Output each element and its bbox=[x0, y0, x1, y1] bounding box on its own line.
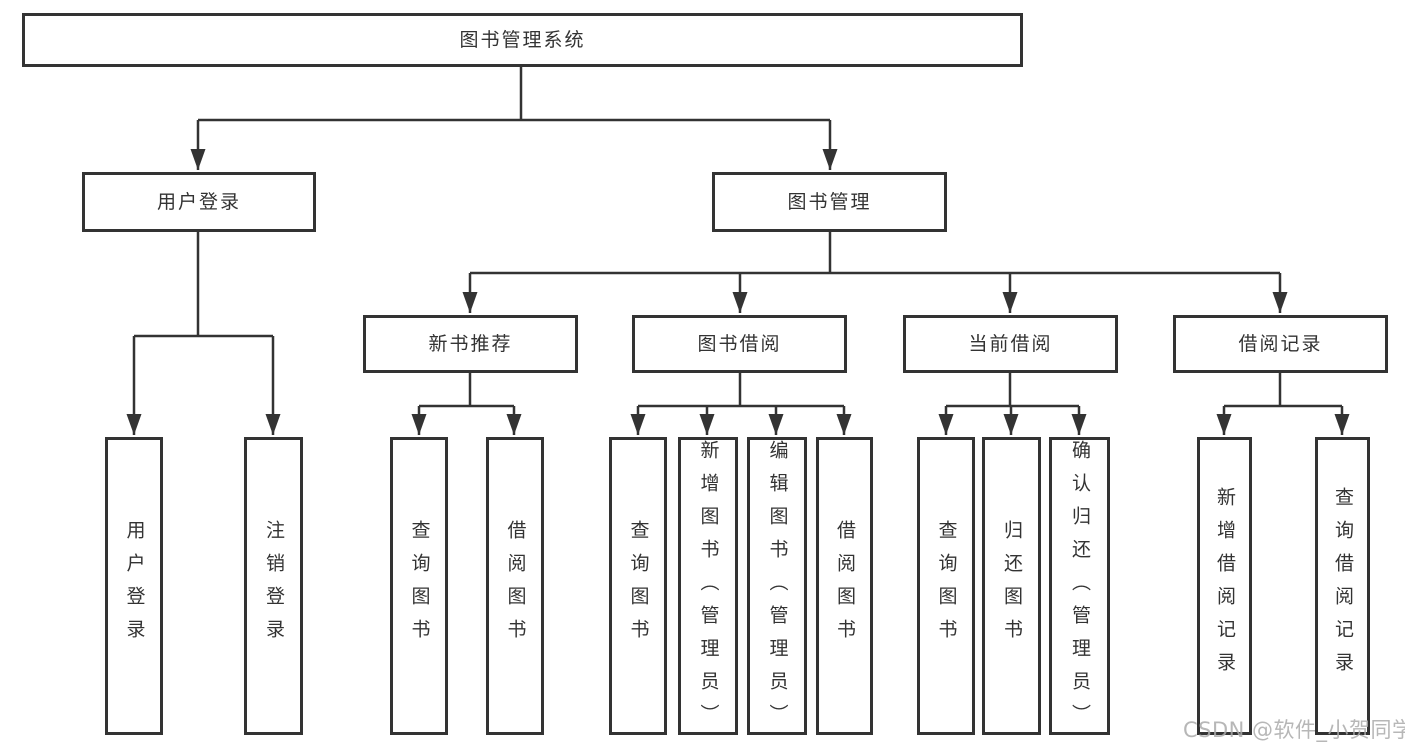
node-book-management: 图书管理 bbox=[712, 172, 947, 232]
node-confirm-return-admin: 确认归还（管理员） bbox=[1049, 437, 1110, 737]
node-user-login: 用户登录 bbox=[82, 172, 316, 232]
node-return-books: 归还图书 bbox=[982, 437, 1041, 735]
node-add-borrow-record: 新增借阅记录 bbox=[1197, 437, 1252, 735]
node-borrow-records: 借阅记录 bbox=[1173, 315, 1388, 373]
node-query-books-recommend: 查询图书 bbox=[390, 437, 448, 735]
node-book-borrowing: 图书借阅 bbox=[632, 315, 847, 373]
node-query-books-borrowing: 查询图书 bbox=[609, 437, 667, 735]
node-current-borrowing: 当前借阅 bbox=[903, 315, 1118, 373]
node-query-books-current: 查询图书 bbox=[917, 437, 975, 735]
node-borrow-books-action: 借阅图书 bbox=[816, 437, 873, 735]
node-new-book-recommend: 新书推荐 bbox=[363, 315, 578, 373]
node-query-borrow-record: 查询借阅记录 bbox=[1315, 437, 1370, 735]
node-add-books-admin: 新增图书（管理员） bbox=[678, 437, 738, 737]
node-library-management-system: 图书管理系统 bbox=[22, 13, 1023, 67]
node-user-login-action: 用户登录 bbox=[105, 437, 163, 735]
node-edit-books-admin: 编辑图书（管理员） bbox=[747, 437, 807, 737]
node-borrow-books-recommend: 借阅图书 bbox=[486, 437, 544, 735]
node-logout-action: 注销登录 bbox=[244, 437, 303, 735]
